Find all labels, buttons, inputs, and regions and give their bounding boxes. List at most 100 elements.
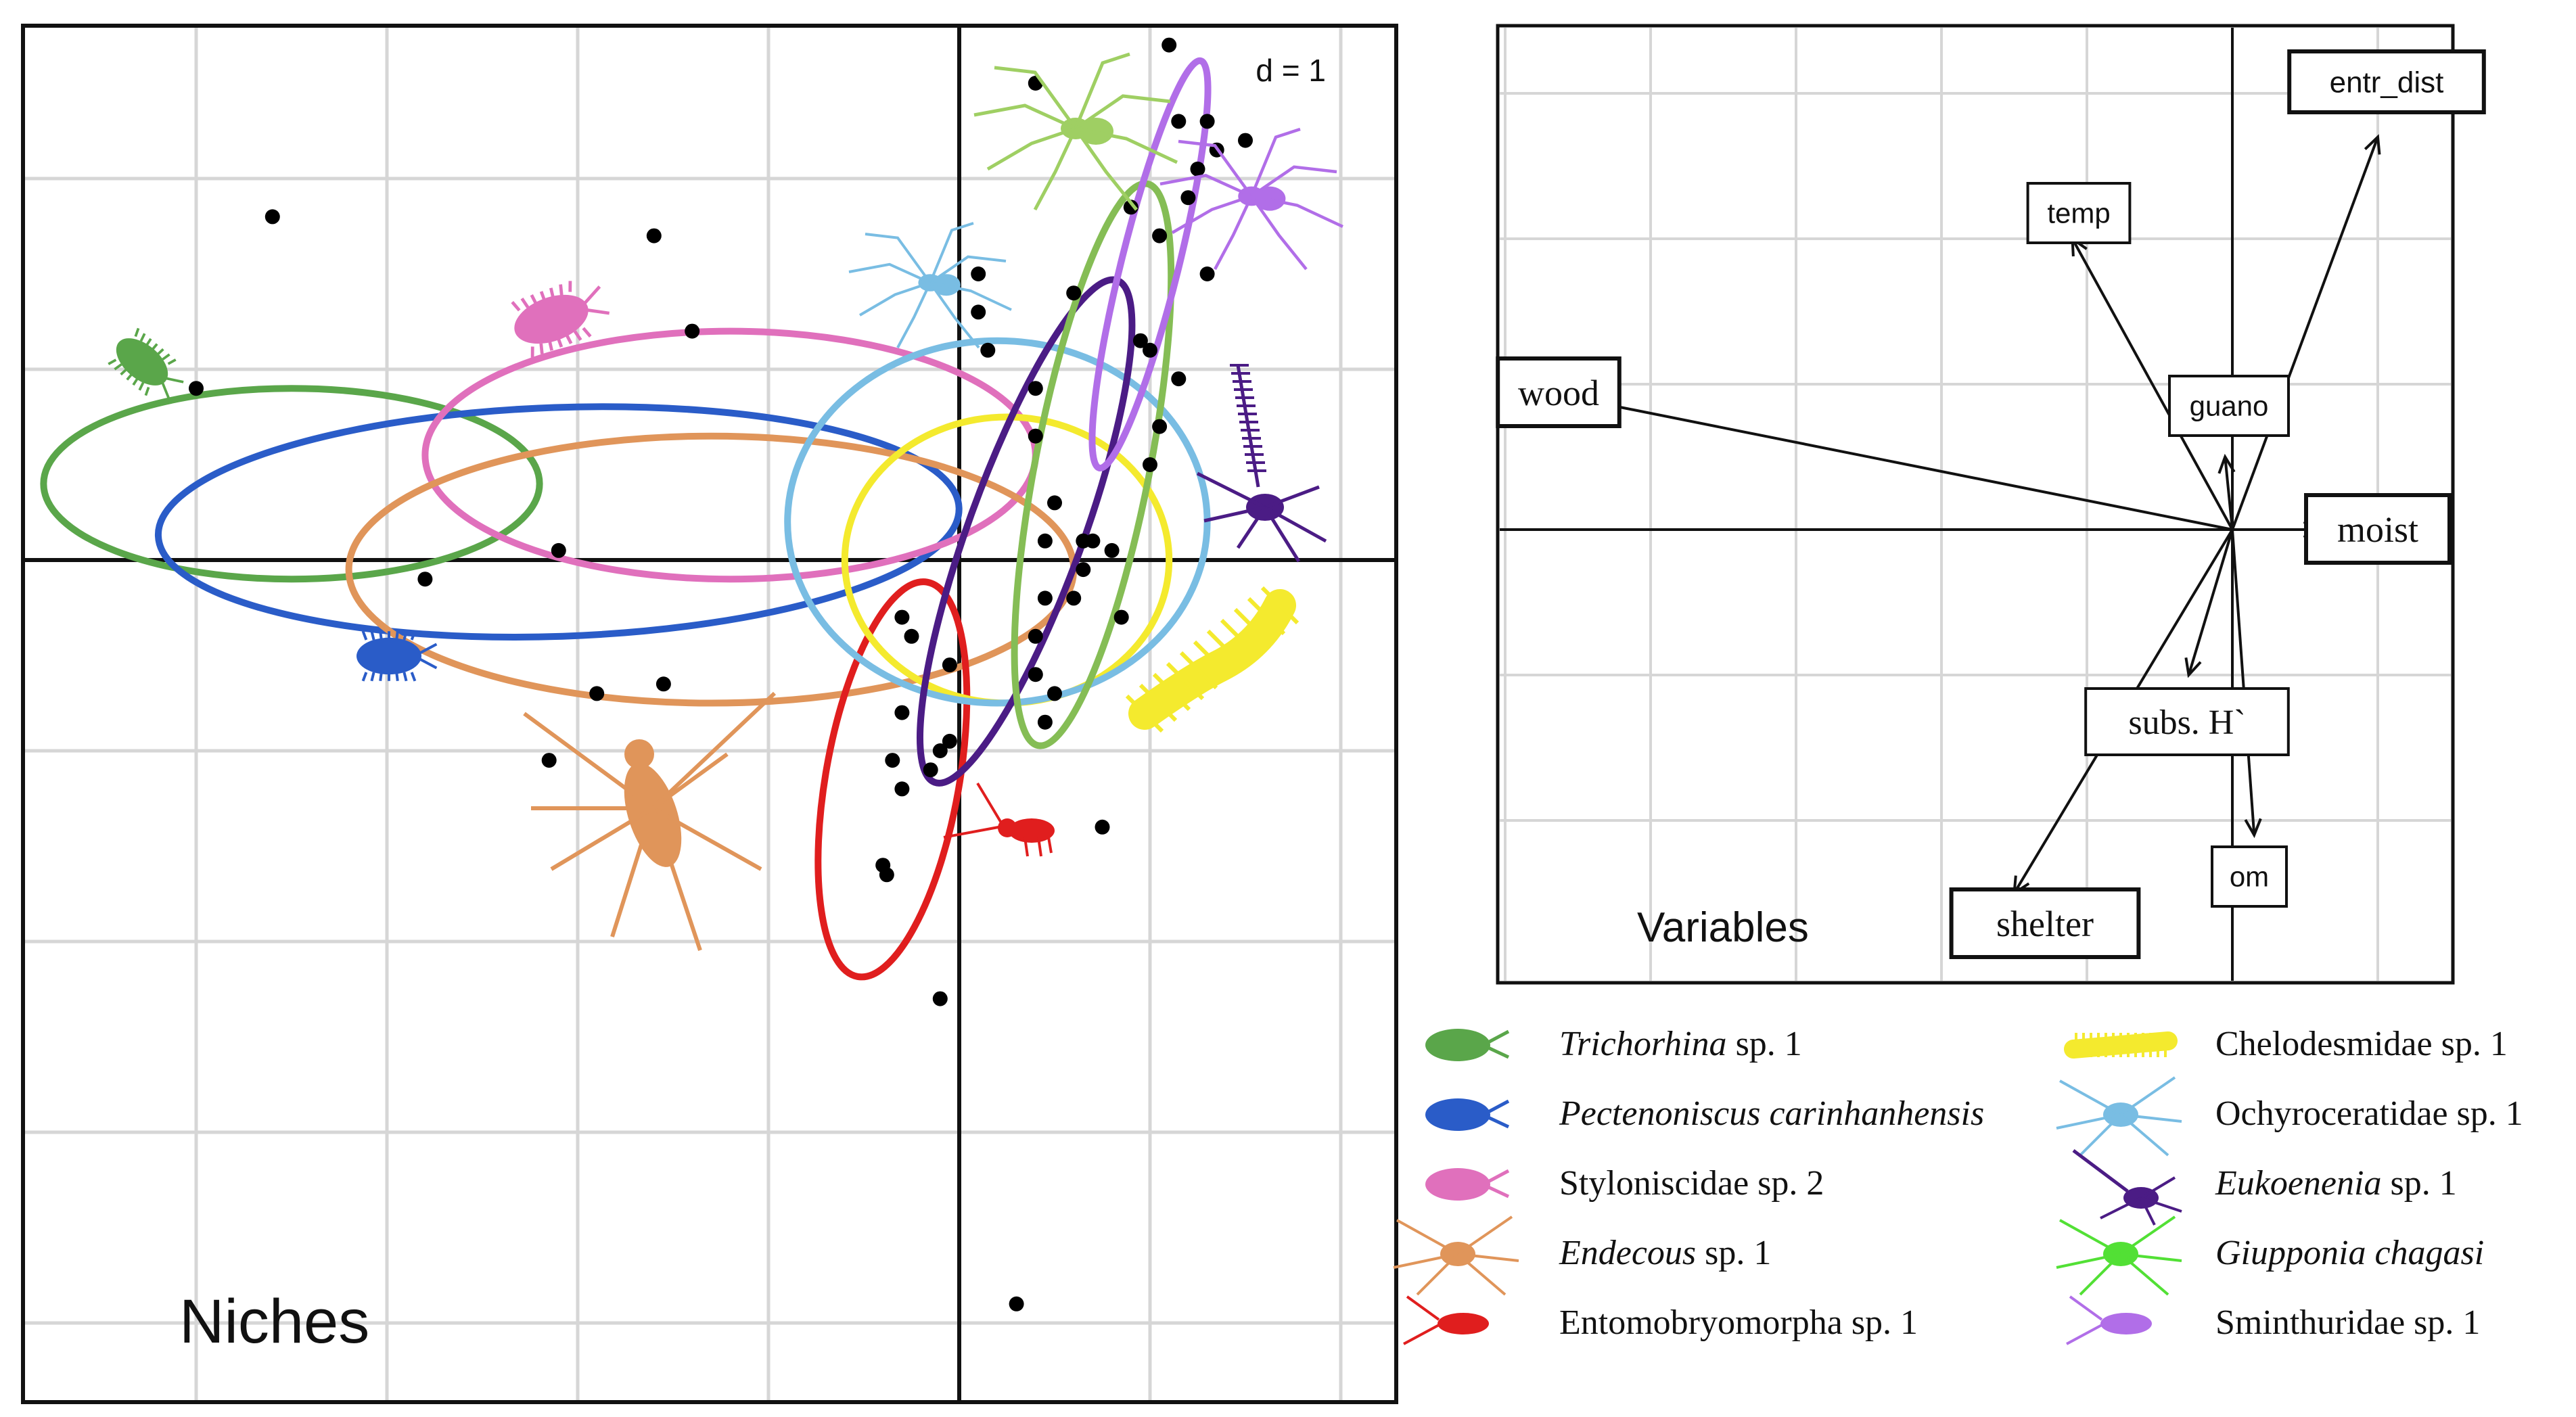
niche-ellipse <box>784 337 1211 707</box>
variable-label: moist <box>2337 509 2418 550</box>
legend-label: Giupponia chagasi <box>2215 1234 2484 1272</box>
cricket-icon <box>1393 1215 1519 1296</box>
data-point <box>942 657 957 673</box>
loading-arrow <box>2187 529 2234 676</box>
variable-label: temp <box>2047 198 2110 229</box>
niche-ellipse <box>40 385 543 583</box>
variable-box <box>2168 375 2290 437</box>
niche-ellipse <box>154 403 963 641</box>
niches-ellipses <box>40 57 1212 981</box>
data-point <box>894 781 910 797</box>
variable-label: wood <box>1518 373 1599 413</box>
data-point <box>417 572 433 587</box>
springtail-icon <box>2066 1295 2152 1345</box>
niches-grid <box>25 28 1394 1400</box>
legend-item: Chelodesmidae sp. 1 <box>2064 1025 2508 1063</box>
data-point <box>1171 371 1187 387</box>
data-point <box>1028 428 1043 444</box>
variable-label: guano <box>2190 390 2269 422</box>
data-point <box>885 753 900 768</box>
data-point <box>551 542 566 558</box>
ochyroceratidae-silhouette <box>848 222 1012 349</box>
data-point <box>1199 266 1215 281</box>
data-point <box>1199 114 1215 129</box>
data-point <box>1238 133 1253 148</box>
legend-label: Pectenoniscus carinhanhensis <box>1559 1094 1984 1133</box>
data-point <box>904 628 919 644</box>
data-point <box>1037 714 1053 730</box>
variable-label: om <box>2230 861 2269 893</box>
loading-arrow <box>1504 383 2233 531</box>
legend-item: Endecous sp. 1 <box>1393 1215 1771 1296</box>
legend-item: Entomobryomorpha sp. 1 <box>1403 1295 1918 1345</box>
legend-item: Giupponia chagasi <box>2056 1215 2484 1296</box>
data-point <box>1028 381 1043 396</box>
data-point <box>1066 590 1082 606</box>
data-point <box>1028 667 1043 682</box>
data-point <box>1095 819 1110 835</box>
niches-silhouettes <box>108 52 1343 951</box>
niches-panel-title: Niches <box>179 1287 369 1356</box>
legend-item: Sminthuridae sp. 1 <box>2066 1295 2480 1345</box>
data-point <box>942 733 957 749</box>
variable-label: shelter <box>1996 904 2094 944</box>
loading-arrow <box>2071 238 2234 530</box>
eukoenenia-silhouette <box>1196 364 1327 563</box>
data-point <box>1152 419 1168 434</box>
data-point <box>894 705 910 720</box>
data-point <box>1037 590 1053 606</box>
data-point <box>894 609 910 625</box>
entomobryomorpha-silhouette <box>943 782 1055 857</box>
data-point <box>1037 533 1053 549</box>
legend-label: Chelodesmidae sp. 1 <box>2215 1025 2508 1063</box>
legend-label: Styloniscidae sp. 2 <box>1559 1164 1824 1203</box>
scale-label: d = 1 <box>1256 53 1326 88</box>
arrow-head <box>2244 818 2262 839</box>
data-point <box>1180 190 1196 206</box>
data-point <box>1123 200 1138 215</box>
data-point <box>879 867 894 883</box>
data-point <box>1066 285 1082 301</box>
data-point <box>646 228 662 243</box>
legend-label: Endecous sp. 1 <box>1559 1234 1771 1272</box>
spider-icon <box>2056 1076 2182 1157</box>
niches-panel: d = 1 Niches <box>21 24 1398 1404</box>
legend-item: Eukoenenia sp. 1 <box>2072 1149 2457 1226</box>
data-point <box>541 753 557 768</box>
pectenoniscus-silhouette <box>356 630 438 682</box>
data-point <box>1171 114 1187 129</box>
data-point <box>932 743 948 758</box>
variable-label: entr_dist <box>2330 66 2444 99</box>
chelodesmidae-silhouette <box>1125 586 1300 733</box>
arrow-head <box>2364 134 2381 155</box>
data-point <box>1143 457 1157 472</box>
data-point <box>971 266 986 281</box>
data-point <box>1076 562 1091 578</box>
data-point <box>1143 342 1157 358</box>
arrow-head <box>2217 453 2236 474</box>
niche-ellipse <box>814 578 971 981</box>
niches-points <box>189 37 1253 1311</box>
variables-frame <box>1496 24 2455 985</box>
giupponia-silhouette <box>973 52 1178 211</box>
endecous-silhouette <box>523 691 777 951</box>
legend-item: Trichorhina sp. 1 <box>1425 1025 1802 1063</box>
data-point <box>971 304 986 320</box>
springtail-icon <box>1403 1295 1489 1345</box>
variable-box <box>1496 356 1622 428</box>
variables-panel-title: Variables <box>1637 904 1809 951</box>
legend: Trichorhina sp. 1 Pectenoniscus carinhanh… <box>1393 1025 2523 1345</box>
variable-box <box>2304 493 2452 565</box>
legend-item: Ochyroceratidae sp. 1 <box>2056 1076 2523 1157</box>
data-point <box>1113 609 1129 625</box>
sminthuridae-silhouette <box>1159 127 1343 271</box>
data-point <box>1162 37 1177 53</box>
legend-label: Ochyroceratidae sp. 1 <box>2215 1094 2523 1133</box>
trichorhina-silhouette <box>108 327 184 400</box>
isopod-icon <box>1425 1168 1510 1201</box>
legend-label: Trichorhina sp. 1 <box>1559 1025 1802 1063</box>
legend-label: Eukoenenia sp. 1 <box>2215 1164 2457 1203</box>
loading-arrow <box>2231 136 2379 530</box>
